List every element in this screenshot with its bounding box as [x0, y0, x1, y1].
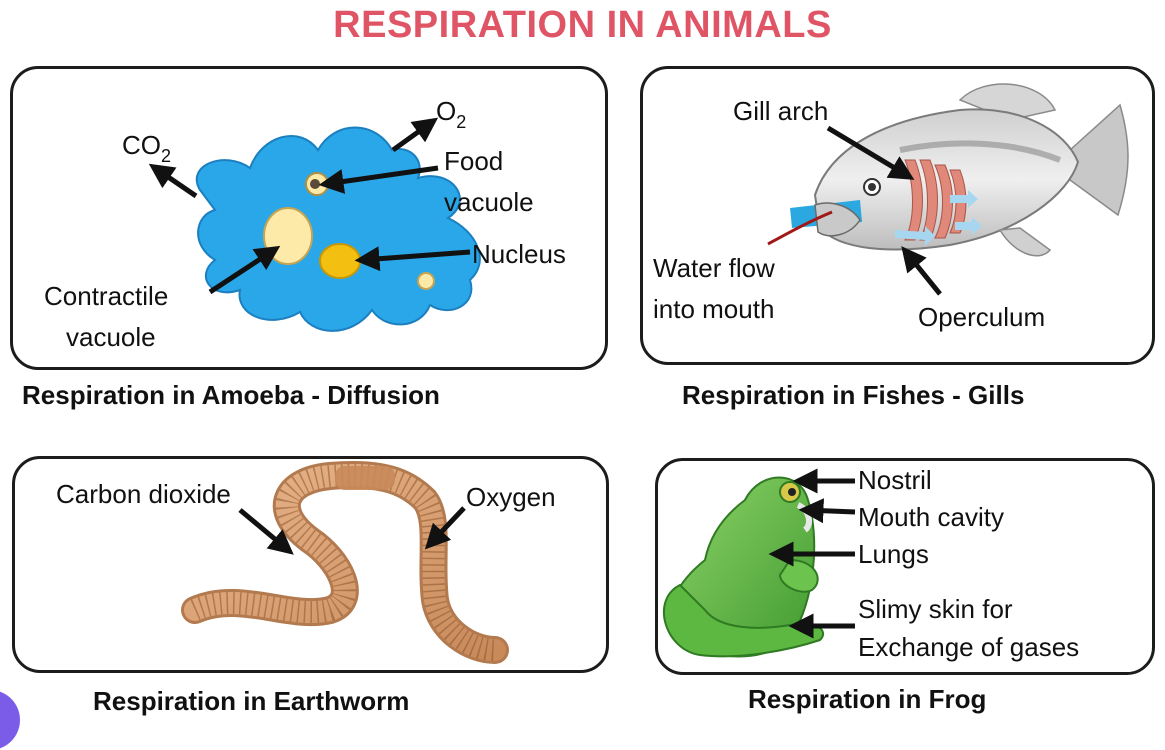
frog-arrows: [768, 468, 856, 639]
fish-arrows: [826, 125, 942, 296]
slimy-skin-label-2: Exchange of gases: [858, 632, 1079, 662]
amoeba-caption: Respiration in Amoeba - Diffusion: [22, 380, 440, 410]
nostril-label: Nostril: [858, 465, 932, 495]
earthworm-caption: Respiration in Earthworm: [93, 686, 410, 716]
oxygen-label: Oxygen: [466, 482, 556, 512]
frog-illustration: [663, 476, 825, 658]
earthworm-illustration: [181, 461, 509, 664]
lungs-label: Lungs: [858, 539, 929, 569]
fish-caption: Respiration in Fishes - Gills: [682, 380, 1025, 410]
contractile-vacuole-label-2: vacuole: [66, 322, 156, 352]
diagram-canvas: CO2 O2 Food vacuole Nucleus Contractile …: [44, 83, 1129, 664]
amoeba-illustration: [195, 126, 481, 332]
nucleus-label: Nucleus: [472, 239, 566, 269]
earthworm-arrows: [238, 506, 466, 555]
co2-label: CO2: [122, 130, 171, 166]
fish-illustration: [767, 83, 1129, 257]
o2-label: O2: [436, 96, 466, 132]
slimy-skin-label-1: Slimy skin for: [858, 594, 1013, 624]
water-flow-label-2: into mouth: [653, 294, 774, 324]
mouth-cavity-label: Mouth cavity: [858, 502, 1004, 532]
amoeba-arrows: [148, 117, 471, 295]
clitellum-shape: [335, 466, 395, 490]
contractile-vacuole-shape: [263, 207, 313, 265]
food-vacuole-label-2: vacuole: [444, 187, 534, 217]
water-flow-label-1: Water flow: [653, 253, 775, 283]
carbon-dioxide-label: Carbon dioxide: [56, 479, 231, 509]
small-vacuole-shape: [417, 272, 435, 290]
frog-caption: Respiration in Frog: [748, 684, 987, 714]
food-vacuole-label-1: Food: [444, 146, 503, 176]
contractile-vacuole-label-1: Contractile: [44, 281, 168, 311]
operculum-label: Operculum: [918, 302, 1045, 332]
nucleus-shape: [319, 243, 361, 279]
page-title: RESPIRATION IN ANIMALS: [333, 4, 832, 46]
gill-arch-label: Gill arch: [733, 96, 828, 126]
